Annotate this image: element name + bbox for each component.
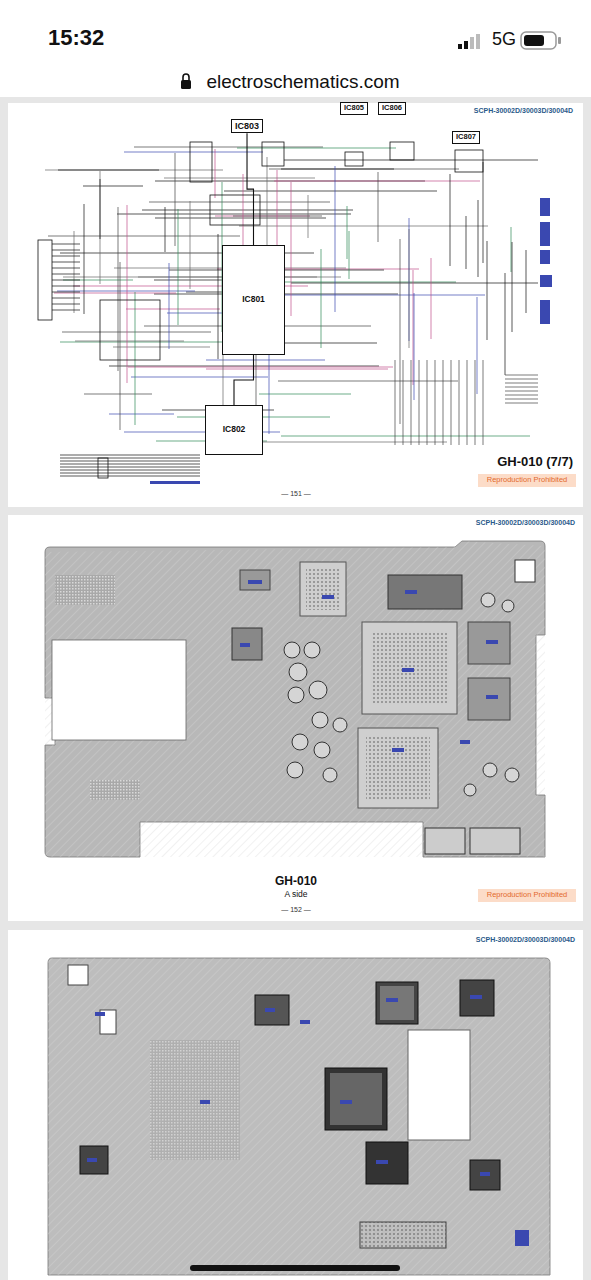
notice: Reproduction Prohibited <box>478 474 576 487</box>
url: electroschematics.com <box>206 71 399 93</box>
page-number: — 151 — <box>279 490 313 498</box>
ic-label: IC806 <box>382 104 402 113</box>
notice: Reproduction Prohibited <box>478 889 576 902</box>
ic-label: IC802 <box>223 425 246 435</box>
page-panel <box>8 103 583 507</box>
board-side: A side <box>284 890 307 900</box>
model-number: SCPH-30002D/30003D/30004D <box>472 107 575 115</box>
ic-block: IC807 <box>452 131 480 144</box>
page-number: — 152 — <box>281 906 311 914</box>
ic-block: IC805 <box>340 102 368 115</box>
ic-label: IC801 <box>242 295 265 305</box>
wire-connector <box>234 355 254 405</box>
ic-block: IC806 <box>378 102 406 115</box>
ic-block: IC802 <box>205 405 263 455</box>
model-number: SCPH-30002D/30003D/30004D <box>476 936 575 944</box>
network-type: 5G <box>492 29 516 50</box>
ic-block: IC801 <box>222 245 285 355</box>
board-name: GH-010 <box>275 875 317 889</box>
ic-label: IC807 <box>456 133 476 142</box>
ic-block: IC803 <box>231 119 263 133</box>
model-number: SCPH-30002D/30003D/30004D <box>476 519 575 527</box>
wire-connector <box>247 133 253 245</box>
page-title: GH-010 (7/7) <box>495 455 575 470</box>
clock: 15:32 <box>48 25 104 50</box>
ic-label: IC805 <box>344 104 364 113</box>
ic-label: IC803 <box>235 121 259 131</box>
